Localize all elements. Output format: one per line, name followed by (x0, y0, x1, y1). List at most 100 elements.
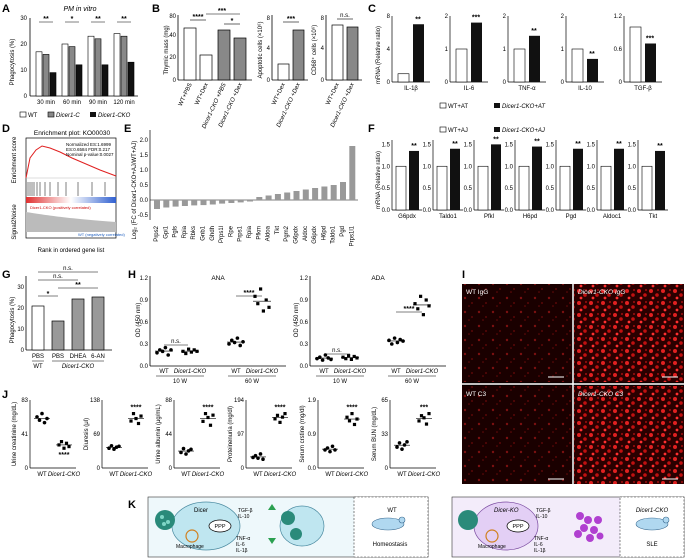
panel-e-gene: Rpia (247, 225, 253, 238)
panel-h-dot (390, 342, 394, 346)
svg-text:0.6: 0.6 (300, 320, 309, 326)
panel-h-dot (253, 294, 257, 298)
panel-j-dot (350, 412, 354, 416)
panel-h-dot (163, 345, 168, 350)
panel-e-gene: Pgls (173, 226, 179, 238)
panel-e-gene: Gpi1 (163, 225, 169, 238)
panel-e-gene: Prps1l1 (349, 225, 355, 246)
panel-e-bar (181, 200, 188, 206)
svg-text:H: H (128, 269, 136, 281)
svg-text:8: 8 (321, 16, 325, 22)
panel-a-bar (68, 46, 76, 97)
svg-text:WT: WT (159, 369, 169, 375)
panel-j-dot (400, 447, 404, 451)
panel-f-sig: ** (493, 136, 499, 143)
svg-text:Macrophage: Macrophage (176, 544, 204, 550)
svg-text:1.0: 1.0 (423, 164, 432, 170)
svg-text:194: 194 (234, 398, 245, 404)
svg-text:0.3: 0.3 (300, 342, 309, 348)
svg-text:n.s.: n.s. (340, 13, 350, 19)
svg-text:0.5: 0.5 (587, 186, 596, 192)
panel-j-dot (40, 411, 44, 416)
svg-text:0: 0 (385, 466, 389, 472)
panel-c-bar (455, 48, 468, 83)
panel-h-dot (232, 340, 237, 345)
panel-e-gene: Ghdh (210, 226, 216, 241)
svg-text:8: 8 (267, 16, 271, 22)
panel-h-dot (349, 357, 353, 361)
panel-j-cat: WT (397, 472, 407, 478)
panel-h-dot (323, 353, 328, 357)
svg-text:0: 0 (321, 78, 325, 84)
svg-text:TGF-βIL-10: TGF-βIL-10 (536, 508, 551, 520)
svg-text:*: * (231, 18, 234, 25)
panel-e-bar (154, 200, 160, 209)
svg-text:0.0: 0.0 (140, 198, 149, 204)
panel-e-bar (321, 186, 328, 200)
panel-j-dot (345, 415, 349, 419)
svg-text:Dicer: Dicer (194, 508, 208, 514)
svg-text:4: 4 (267, 46, 271, 52)
panel-f-bar (532, 146, 542, 210)
svg-text:0: 0 (25, 466, 29, 472)
panel-e-bar (349, 146, 356, 200)
svg-text:0.0: 0.0 (546, 208, 555, 214)
svg-text:2.0: 2.0 (140, 138, 149, 144)
panel-g: G Phagocytosis (%) 0 10 20 30 n.s. n.s. … (2, 266, 112, 370)
panel-a-bar (113, 33, 121, 97)
panel-e-bar (219, 200, 226, 204)
panel-c-bar (397, 73, 410, 83)
panel-h-dot (267, 305, 271, 309)
panel-a-bar (42, 54, 50, 97)
svg-text:Signal2Noise: Signal2Noise (12, 204, 18, 240)
panel-j-dot (181, 446, 186, 451)
panel-c-bars: 048**IL-1β012***IL-6012**TNF-α012**IL-10… (387, 14, 662, 92)
panel-h-dot (424, 298, 428, 302)
panel-a-title: PM in vitro (63, 6, 96, 13)
panel-e-gene: Rbks (191, 226, 197, 240)
panel-j-ylabel: Urine albumin (μg/mL) (156, 404, 162, 463)
panel-a-cat: 30 min (37, 100, 55, 106)
svg-text:WT: WT (391, 369, 401, 375)
svg-text:WT: WT (231, 369, 241, 375)
panel-a-legend: WT Dicer1-C Dicer1-CKO (19, 111, 131, 119)
svg-text:1.5: 1.5 (140, 153, 149, 159)
panel-e-gene: Aldoa (266, 225, 272, 241)
panel-j-sig: **** (275, 405, 286, 412)
svg-text:Dicer1-CKO: Dicer1-CKO (334, 369, 367, 375)
svg-text:J: J (2, 389, 8, 401)
panel-h-dot (155, 351, 159, 355)
svg-text:Apoptotic cells (×10⁶): Apoptotic cells (×10⁶) (257, 22, 264, 79)
svg-text:0.5: 0.5 (546, 186, 555, 192)
panel-j-dot (203, 412, 208, 416)
svg-text:Enrichment plot: KO00030: Enrichment plot: KO00030 (34, 130, 111, 137)
panel-e-bar (312, 188, 319, 200)
panel-f-gene: H6pd (523, 214, 537, 220)
panel-j-sig: **** (59, 452, 70, 459)
svg-text:0.0: 0.0 (505, 208, 514, 214)
svg-text:1.0: 1.0 (505, 164, 514, 170)
panel-h-dot (189, 350, 193, 354)
panel-j-dot (37, 418, 42, 422)
svg-text:0.5: 0.5 (423, 186, 432, 192)
svg-text:***: *** (287, 16, 295, 23)
svg-text:1: 1 (503, 47, 507, 53)
svg-text:WT+PBS: WT+PBS (178, 82, 194, 107)
svg-text:Homeostasis: Homeostasis (373, 542, 408, 548)
svg-text:0.0: 0.0 (140, 364, 149, 370)
panel-c-sig: *** (646, 36, 654, 43)
panel-c-gene: TGF-β (634, 86, 652, 92)
svg-text:0.5: 0.5 (140, 183, 149, 189)
panel-c-bar (513, 48, 526, 83)
panel-e-gene: H6pd (321, 226, 327, 240)
svg-text:33: 33 (381, 432, 388, 438)
panel-h-dot (227, 342, 231, 346)
panel-j-dot (201, 419, 205, 423)
svg-text:mRNA (Relative ratio): mRNA (Relative ratio) (376, 26, 382, 84)
panel-j-dot (129, 419, 133, 423)
panel-e-bar (247, 200, 253, 202)
svg-text:PBS: PBS (52, 354, 64, 360)
svg-text:10: 10 (17, 327, 24, 333)
svg-text:TNF-αIL-6IL-1β: TNF-αIL-6IL-1β (236, 536, 250, 554)
svg-text:OD (450 nm): OD (450 nm) (136, 303, 142, 338)
